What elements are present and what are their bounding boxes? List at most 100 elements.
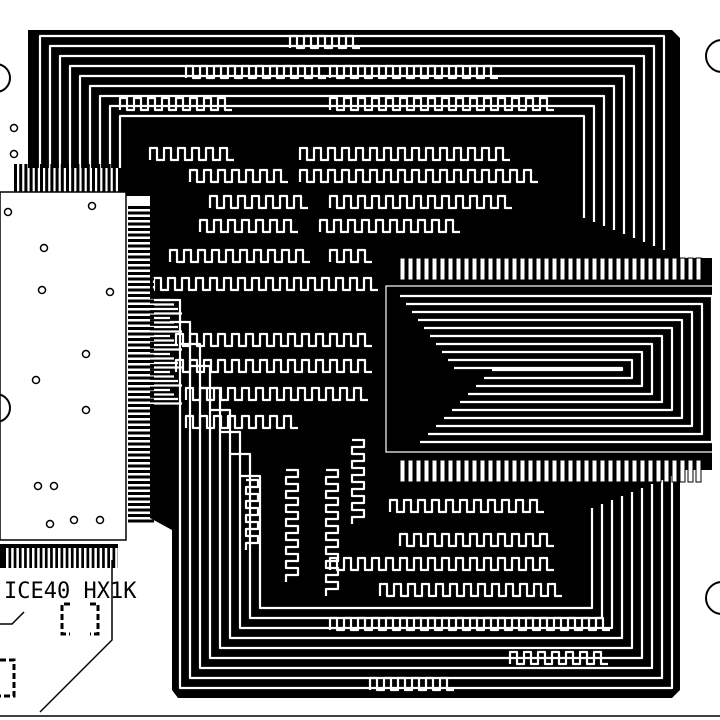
silkscreen-area: ICE40 HX1K: [0, 544, 720, 717]
fpga-pin: [128, 371, 154, 374]
fpga-pin: [128, 222, 154, 226]
fpga-pin: [128, 398, 154, 402]
fpga-pin: [128, 343, 154, 347]
memory-pad: [423, 257, 430, 281]
trace-serpentine: [208, 194, 308, 210]
memory-pad: [407, 257, 414, 281]
memory-pad: [471, 257, 478, 281]
trace-serpentine: [174, 358, 372, 374]
memory-pad: [463, 459, 470, 483]
trace-memory: [454, 366, 624, 372]
fpga-pin: [73, 548, 77, 568]
memory-pad: [519, 257, 526, 281]
fpga-pin: [128, 481, 154, 484]
fpga-pin: [128, 415, 154, 418]
fpga-pin: [81, 164, 85, 192]
memory-pad: [639, 459, 646, 483]
trace-serpentine: [328, 556, 554, 572]
trace-lower: [180, 342, 654, 670]
fpga-pins-top: [14, 164, 116, 192]
chip-label: ICE40 HX1K: [4, 579, 137, 604]
fpga-pin: [128, 497, 154, 501]
trace-serpentine: [378, 582, 562, 598]
memory-pad: [687, 257, 694, 281]
memory-pad: [599, 459, 606, 483]
fpga-pin: [128, 387, 154, 391]
trace-serpentine: [328, 194, 512, 210]
fpga-pin: [128, 294, 154, 297]
fpga-pin: [128, 239, 154, 242]
via: [95, 515, 105, 525]
memory-pad: [439, 459, 446, 483]
memory-pad: [583, 459, 590, 483]
fpga-pin: [107, 164, 111, 192]
trace-lower: [210, 408, 624, 640]
fpga-pin: [128, 228, 154, 231]
memory-pad: [623, 459, 630, 483]
trace-lower: [170, 320, 664, 680]
fpga-pin: [6, 548, 9, 568]
trace-outer: [88, 84, 616, 230]
memory-pad: [607, 459, 614, 483]
memory-pad: [623, 257, 630, 281]
memory-pad: [535, 257, 542, 281]
fpga-pin: [128, 475, 154, 479]
fpga-pin: [128, 266, 154, 270]
fpga-pin: [55, 164, 59, 192]
fpga-pin: [71, 164, 75, 192]
memory-pad: [559, 459, 566, 483]
fpga-footprint: [0, 123, 154, 541]
trace-serpentine: [298, 168, 538, 184]
fpga-pin: [63, 548, 66, 568]
fpga-pin: [58, 548, 61, 568]
trace-serpentine: [174, 332, 372, 348]
fpga-pin: [128, 299, 154, 303]
fpga-pin: [97, 164, 101, 192]
fpga-pins-right: [128, 206, 154, 523]
fpga-pin: [128, 393, 154, 396]
memory-pad: [559, 257, 566, 281]
fpga-pin: [128, 453, 154, 457]
fpga-pin: [128, 492, 154, 495]
fpga-pin: [128, 316, 154, 319]
fpga-pin: [102, 164, 106, 192]
memory-pad: [551, 257, 558, 281]
memory-pad: [471, 459, 478, 483]
fpga-pin: [128, 519, 154, 523]
trace-serpentine: [328, 64, 498, 80]
trace-outer: [98, 94, 606, 226]
trace-memory: [430, 334, 664, 404]
via: [49, 481, 59, 491]
fpga-pin: [128, 321, 154, 325]
memory-pads-bottom: [399, 459, 702, 483]
memory-pad: [599, 257, 606, 281]
trace-serpentine: [188, 168, 288, 184]
memory-pad: [631, 257, 638, 281]
trace-memory: [418, 318, 684, 420]
fpga-pin: [128, 288, 154, 292]
fpga-pin: [32, 548, 35, 568]
fpga-pin: [47, 548, 51, 568]
memory-pad: [399, 257, 406, 281]
trace-outer: [58, 54, 646, 242]
memory-pad: [607, 257, 614, 281]
trace-serpentine: [118, 96, 232, 112]
fpga-pin: [128, 244, 154, 248]
fpga-pin: [128, 332, 154, 336]
fpga-pin: [29, 164, 33, 192]
memory-pad: [671, 459, 678, 483]
fpga-pin: [128, 365, 154, 369]
trace-serpentine: [148, 146, 234, 162]
fpga-pin: [128, 404, 154, 407]
via: [81, 405, 91, 415]
memory-pad: [647, 257, 654, 281]
fpga-pin: [128, 431, 154, 435]
fpga-pin: [128, 448, 154, 451]
trace-serpentine: [198, 218, 298, 234]
via: [39, 243, 49, 253]
fpga-pin: [128, 233, 154, 237]
trace-serpentine: [328, 96, 554, 112]
fpga-pin: [50, 164, 54, 192]
fpga-pin: [128, 360, 154, 363]
via: [33, 481, 43, 491]
